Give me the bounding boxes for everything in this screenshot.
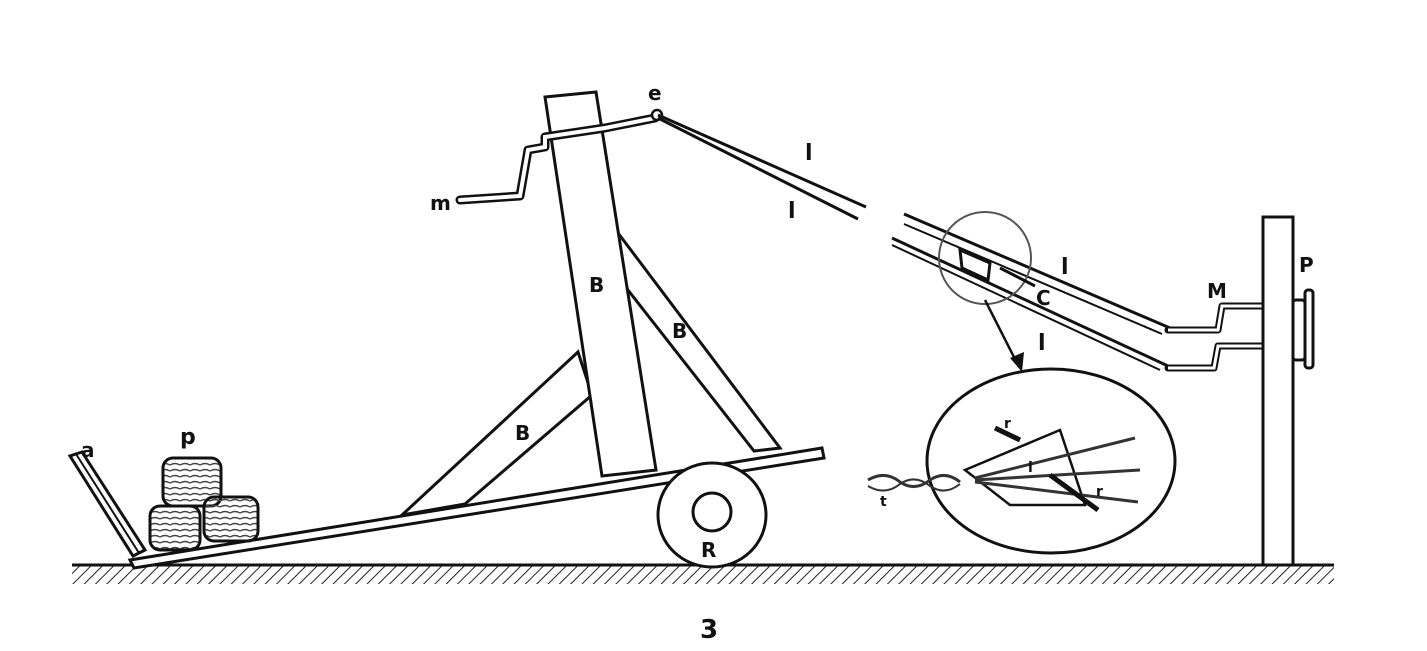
rope-upper bbox=[657, 113, 867, 221]
label-m: m bbox=[430, 191, 451, 215]
weights-p bbox=[148, 456, 260, 552]
lever-a bbox=[67, 450, 148, 558]
post-P bbox=[1261, 215, 1315, 567]
label-l-right1: l bbox=[1061, 255, 1069, 280]
inset-label-l: l bbox=[1028, 460, 1033, 476]
inset-label-t: t bbox=[880, 494, 887, 510]
inset-label-r1: r bbox=[1004, 416, 1011, 432]
label-C: C bbox=[1036, 286, 1051, 310]
post-B bbox=[543, 90, 658, 478]
label-B-brace-left: B bbox=[515, 421, 530, 445]
inset-detail bbox=[867, 367, 1177, 555]
label-l-right2: l bbox=[1038, 331, 1046, 356]
label-B-post: B bbox=[589, 273, 604, 297]
labels: a p B B B e m l l l l C M P R r r l t bbox=[81, 81, 1314, 562]
cone-C bbox=[938, 211, 1036, 372]
base-beam bbox=[127, 446, 826, 570]
hooks-M bbox=[1164, 302, 1268, 372]
label-a: a bbox=[81, 438, 95, 462]
label-R: R bbox=[701, 538, 716, 562]
label-l-top2: l bbox=[788, 199, 796, 224]
inset-label-r2: r bbox=[1096, 484, 1103, 500]
label-e: e bbox=[648, 81, 662, 105]
label-p: p bbox=[180, 425, 196, 450]
label-B-brace-right: B bbox=[672, 319, 687, 343]
wheel-R bbox=[656, 461, 768, 569]
crank-handle bbox=[455, 108, 664, 205]
figure-number: 3 bbox=[700, 615, 718, 645]
label-P: P bbox=[1299, 253, 1314, 277]
label-l-top1: l bbox=[805, 141, 813, 166]
rope-lower bbox=[891, 212, 1171, 371]
label-M: M bbox=[1207, 279, 1227, 303]
